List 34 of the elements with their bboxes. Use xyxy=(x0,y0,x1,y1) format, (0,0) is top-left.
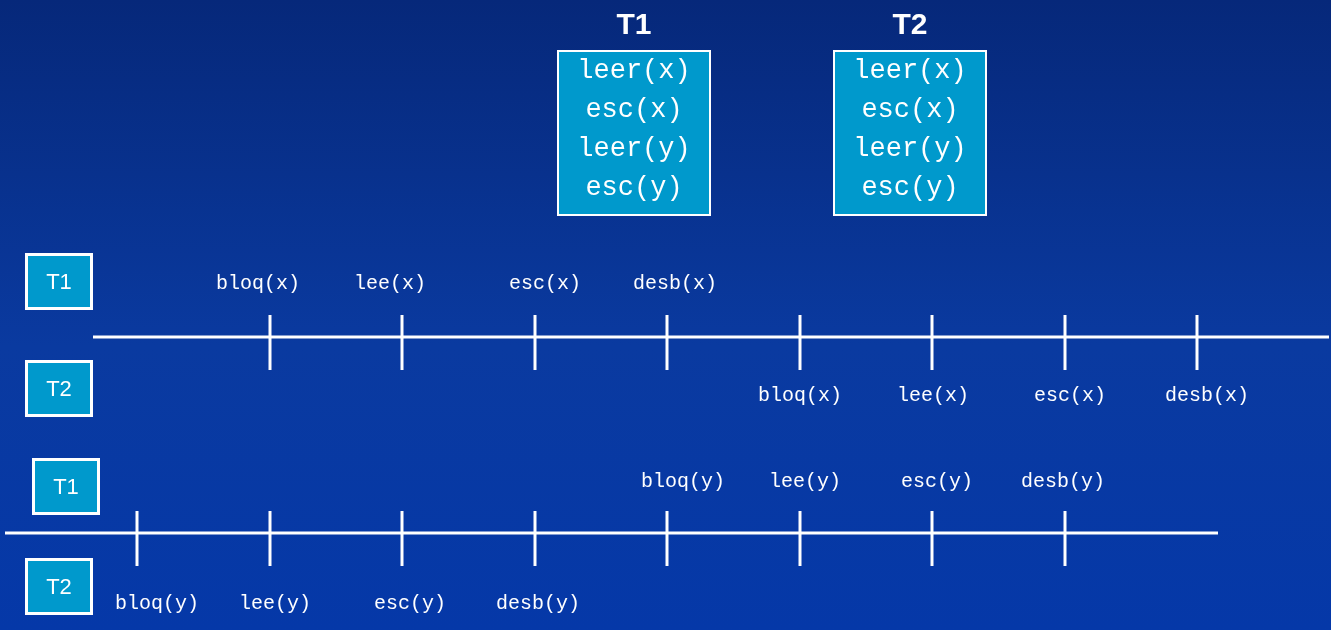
operation-text: esc(x) xyxy=(861,94,959,127)
operation-text: leer(y) xyxy=(853,133,967,166)
operation-label: lee(x) xyxy=(897,385,969,407)
operation-label: esc(x) xyxy=(1034,385,1106,407)
transaction-box xyxy=(32,458,100,515)
operation-label: lee(y) xyxy=(239,593,311,615)
transaction-name: T1 xyxy=(46,268,72,295)
operation-text: esc(x) xyxy=(585,94,683,127)
schedule-title: T1 xyxy=(615,6,653,42)
operation-label: desb(x) xyxy=(633,273,717,295)
operation-label: bloq(y) xyxy=(115,593,199,615)
operation-label: bloq(x) xyxy=(216,273,300,295)
operation-label: esc(x) xyxy=(509,273,581,295)
operation-label: bloq(y) xyxy=(641,471,725,493)
operation-label: lee(x) xyxy=(354,273,426,295)
operation-text: esc(y) xyxy=(861,172,959,205)
operation-label: lee(y) xyxy=(769,471,841,493)
transaction-name: T2 xyxy=(46,375,72,402)
operation-label: esc(y) xyxy=(901,471,973,493)
operation-label: desb(y) xyxy=(1021,471,1105,493)
transaction-box xyxy=(25,360,93,417)
operation-label: esc(y) xyxy=(374,593,446,615)
operation-label: desb(x) xyxy=(1165,385,1249,407)
transaction-box xyxy=(25,558,93,615)
transaction-name: T1 xyxy=(53,473,79,500)
operation-text: leer(x) xyxy=(577,55,691,88)
operation-text: esc(y) xyxy=(585,172,683,205)
operation-label: bloq(x) xyxy=(758,385,842,407)
operation-text: leer(x) xyxy=(853,55,967,88)
transaction-box xyxy=(25,253,93,310)
schedule-title: T2 xyxy=(891,6,929,42)
transaction-name: T2 xyxy=(46,573,72,600)
operation-label: desb(y) xyxy=(496,593,580,615)
operation-text: leer(y) xyxy=(577,133,691,166)
